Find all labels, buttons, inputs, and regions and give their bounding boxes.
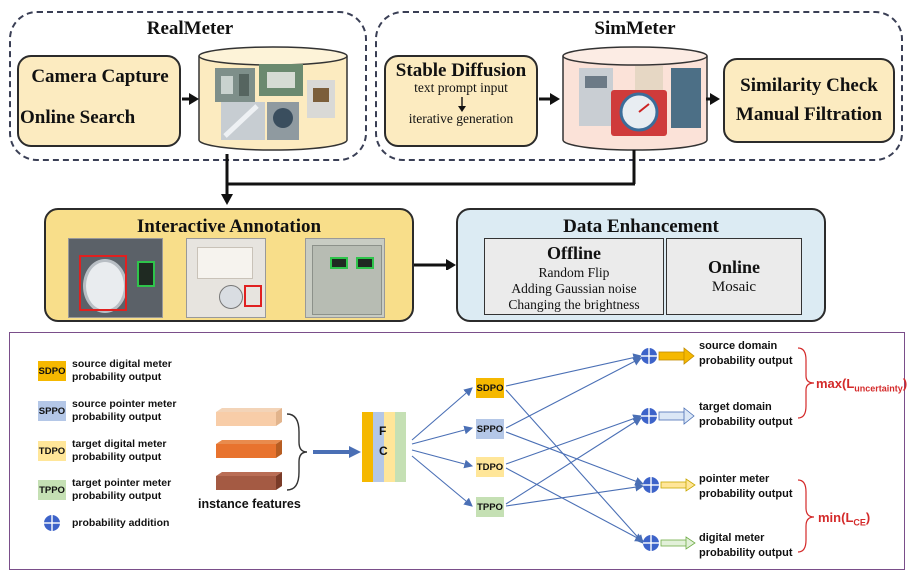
- addition-node-pointer: [643, 477, 696, 493]
- features-to-fc-arrow: [286, 413, 361, 491]
- interactive-annotation-title: Interactive Annotation: [136, 216, 322, 237]
- legend-addition-icon: [44, 515, 60, 531]
- addition-node-target: [641, 407, 695, 425]
- node-sdpo: SDPO: [476, 378, 504, 398]
- fc-layer: [362, 412, 406, 482]
- loss-min-ce: min(LCE): [818, 510, 871, 528]
- online-search-label: Online Search: [20, 107, 136, 128]
- online-box: [666, 238, 802, 315]
- addition-node-digital: [643, 535, 696, 551]
- uncertainty-panel: [9, 332, 905, 570]
- online-title: Online: [707, 257, 760, 277]
- camera-capture-label: Camera Capture: [31, 66, 169, 87]
- offline-item-brightness: Changing the brightness: [508, 297, 640, 312]
- node-tdpo: TDPO: [476, 457, 504, 477]
- realmeter-title: RealMeter: [146, 18, 234, 39]
- similarity-check-box: [723, 58, 895, 143]
- node-sppo: SPPO: [476, 419, 504, 439]
- realmeter-database: [198, 46, 348, 151]
- top-flow-arrows: [182, 93, 720, 270]
- instance-features-stack: [216, 408, 282, 490]
- annotated-cabinet-photo: [186, 238, 266, 318]
- realmeter-source-box: [17, 55, 181, 147]
- legend-badge-sppo: SPPO: [38, 401, 66, 421]
- offline-title: Offline: [547, 243, 601, 263]
- legend-badge-sdpo: SDPO: [38, 361, 66, 381]
- fc-label-f: F: [379, 424, 387, 438]
- offline-item-flip: Random Flip: [538, 265, 610, 280]
- simmeter-database: [562, 46, 708, 151]
- sd-down-arrow-icon: [458, 97, 466, 112]
- manual-filtration-label: Manual Filtration: [735, 104, 883, 125]
- sd-step-generation: iterative generation: [408, 111, 514, 126]
- similarity-check-label: Similarity Check: [740, 75, 878, 96]
- offline-box: [484, 238, 664, 315]
- legend-label-addition: probability addition: [72, 517, 170, 529]
- legend-badge-tdpo: TDPO: [38, 441, 66, 461]
- sd-step-prompt: text prompt input: [414, 80, 508, 95]
- annotated-panel-photo: [305, 238, 385, 318]
- realmeter-group: [9, 11, 367, 161]
- data-enhancement-title: Data Enhancement: [563, 216, 719, 237]
- fc-label-c: C: [379, 444, 388, 458]
- simmeter-title: SimMeter: [594, 18, 676, 39]
- stable-diffusion-box: [384, 55, 538, 147]
- legend-badge-tppo: TPPO: [38, 480, 66, 500]
- loss-max-uncertainty: max(Luncertainty): [816, 376, 908, 394]
- instance-features-label: instance features: [198, 497, 301, 511]
- offline-item-noise: Adding Gaussian noise: [511, 281, 637, 296]
- addition-node-source: [641, 347, 695, 365]
- stable-diffusion-title: Stable Diffusion: [395, 60, 527, 81]
- simmeter-group: [375, 11, 903, 161]
- annotated-gauge-photo: [68, 238, 163, 318]
- node-tppo: TPPO: [476, 497, 504, 517]
- online-item-mosaic: Mosaic: [711, 279, 757, 295]
